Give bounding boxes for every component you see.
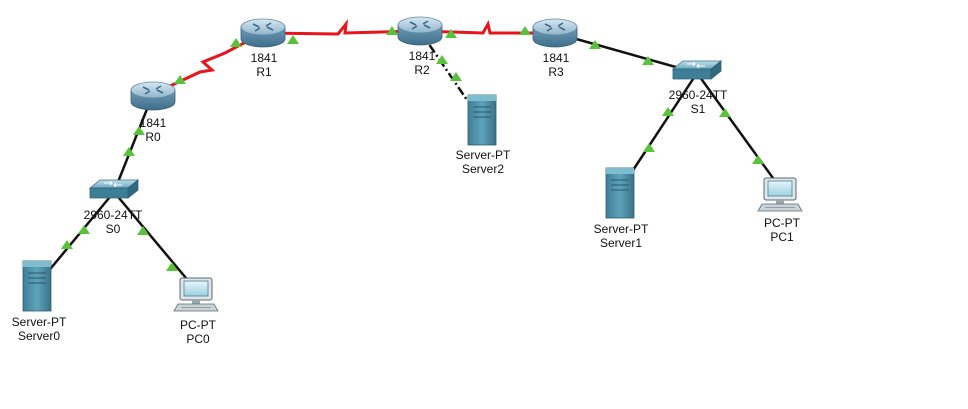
link-up-indicator bbox=[78, 225, 90, 234]
device-model: 1841 bbox=[408, 49, 436, 63]
device-model: PC-PT bbox=[180, 318, 216, 332]
device-name: R2 bbox=[414, 63, 430, 77]
device-name: Server2 bbox=[461, 162, 505, 176]
link-up-indicator bbox=[166, 262, 178, 271]
link-up-indicator bbox=[436, 55, 448, 64]
device-name: R1 bbox=[256, 65, 272, 79]
device-label-server2: Server-PT Server2 bbox=[456, 148, 511, 176]
serial-link-r1-r2[interactable] bbox=[262, 19, 421, 36]
switch-s1[interactable] bbox=[671, 60, 723, 80]
server-icon bbox=[467, 94, 497, 146]
pc-icon bbox=[757, 177, 803, 212]
device-name: Server1 bbox=[599, 236, 643, 250]
device-model: Server-PT bbox=[455, 148, 511, 162]
link-up-indicator bbox=[519, 26, 531, 35]
server-server2[interactable] bbox=[467, 94, 497, 146]
link-up-indicator bbox=[719, 108, 731, 117]
server-server0[interactable] bbox=[22, 260, 52, 312]
switch-s0[interactable] bbox=[88, 179, 140, 199]
device-model: PC-PT bbox=[764, 216, 800, 230]
device-name: Server0 bbox=[17, 329, 61, 343]
eth-link-s1-pc1[interactable] bbox=[695, 72, 780, 186]
server-server1[interactable] bbox=[605, 167, 635, 219]
server-icon bbox=[605, 167, 635, 219]
link-up-indicator bbox=[450, 72, 462, 81]
device-model: Server-PT bbox=[11, 315, 67, 329]
device-label-pc1: PC-PT PC1 bbox=[764, 216, 800, 244]
device-model: 1841 bbox=[250, 51, 278, 65]
link-up-indicator bbox=[752, 155, 764, 164]
device-label-server0: Server-PT Server0 bbox=[12, 315, 67, 343]
eth-link-r0-s0[interactable] bbox=[112, 93, 155, 193]
link-up-indicator bbox=[137, 226, 149, 235]
switch-icon bbox=[88, 179, 140, 199]
eth-link-s0-pc0[interactable] bbox=[113, 191, 197, 291]
link-up-indicator bbox=[230, 38, 242, 47]
device-model: 1841 bbox=[139, 116, 167, 130]
link-status-layer bbox=[61, 26, 764, 271]
router-r3[interactable] bbox=[532, 18, 578, 48]
router-icon bbox=[130, 81, 176, 111]
device-name: R0 bbox=[145, 130, 161, 144]
link-up-indicator bbox=[61, 240, 73, 249]
pc-pc0[interactable] bbox=[173, 277, 219, 312]
device-model: 2960-24TT bbox=[668, 88, 728, 102]
device-label-server1: Server-PT Server1 bbox=[594, 222, 649, 250]
router-icon bbox=[240, 18, 286, 48]
link-up-indicator bbox=[642, 56, 654, 65]
router-r2[interactable] bbox=[397, 16, 443, 46]
links-layer bbox=[36, 19, 780, 291]
pc-pc1[interactable] bbox=[757, 177, 803, 212]
link-up-indicator bbox=[123, 147, 135, 156]
device-name: PC1 bbox=[770, 230, 794, 244]
link-up-indicator bbox=[589, 40, 601, 49]
router-icon bbox=[397, 16, 443, 46]
device-name: S0 bbox=[105, 222, 121, 236]
device-model: 2960-24TT bbox=[83, 208, 143, 222]
router-r0[interactable] bbox=[130, 81, 176, 111]
link-up-indicator bbox=[386, 26, 398, 35]
link-up-indicator bbox=[133, 126, 145, 135]
device-name: R3 bbox=[548, 65, 564, 79]
router-icon bbox=[532, 18, 578, 48]
link-up-indicator bbox=[287, 35, 299, 44]
serial-link-r2-r3[interactable] bbox=[419, 19, 555, 35]
eth-link-r3-s1[interactable] bbox=[554, 31, 698, 75]
device-name: S1 bbox=[690, 102, 706, 116]
router-r1[interactable] bbox=[240, 18, 286, 48]
server-icon bbox=[22, 260, 52, 312]
device-label-r2: 1841 R2 bbox=[409, 49, 436, 77]
device-label-r0: 1841 R0 bbox=[140, 116, 167, 144]
link-up-indicator bbox=[662, 107, 674, 116]
link-up-indicator bbox=[643, 143, 655, 152]
device-label-s1: 2960-24TT S1 bbox=[669, 88, 728, 116]
device-name: PC0 bbox=[186, 332, 210, 346]
switch-icon bbox=[671, 60, 723, 80]
device-label-pc0: PC-PT PC0 bbox=[180, 318, 216, 346]
device-label-r3: 1841 R3 bbox=[543, 51, 570, 79]
device-label-s0: 2960-24TT S0 bbox=[84, 208, 143, 236]
link-up-indicator bbox=[174, 75, 186, 84]
serial-link-r0-r1[interactable] bbox=[152, 31, 264, 96]
device-model: 1841 bbox=[542, 51, 570, 65]
pc-icon bbox=[173, 277, 219, 312]
link-up-indicator bbox=[445, 29, 457, 38]
device-model: Server-PT bbox=[593, 222, 649, 236]
device-label-r1: 1841 R1 bbox=[251, 51, 278, 79]
